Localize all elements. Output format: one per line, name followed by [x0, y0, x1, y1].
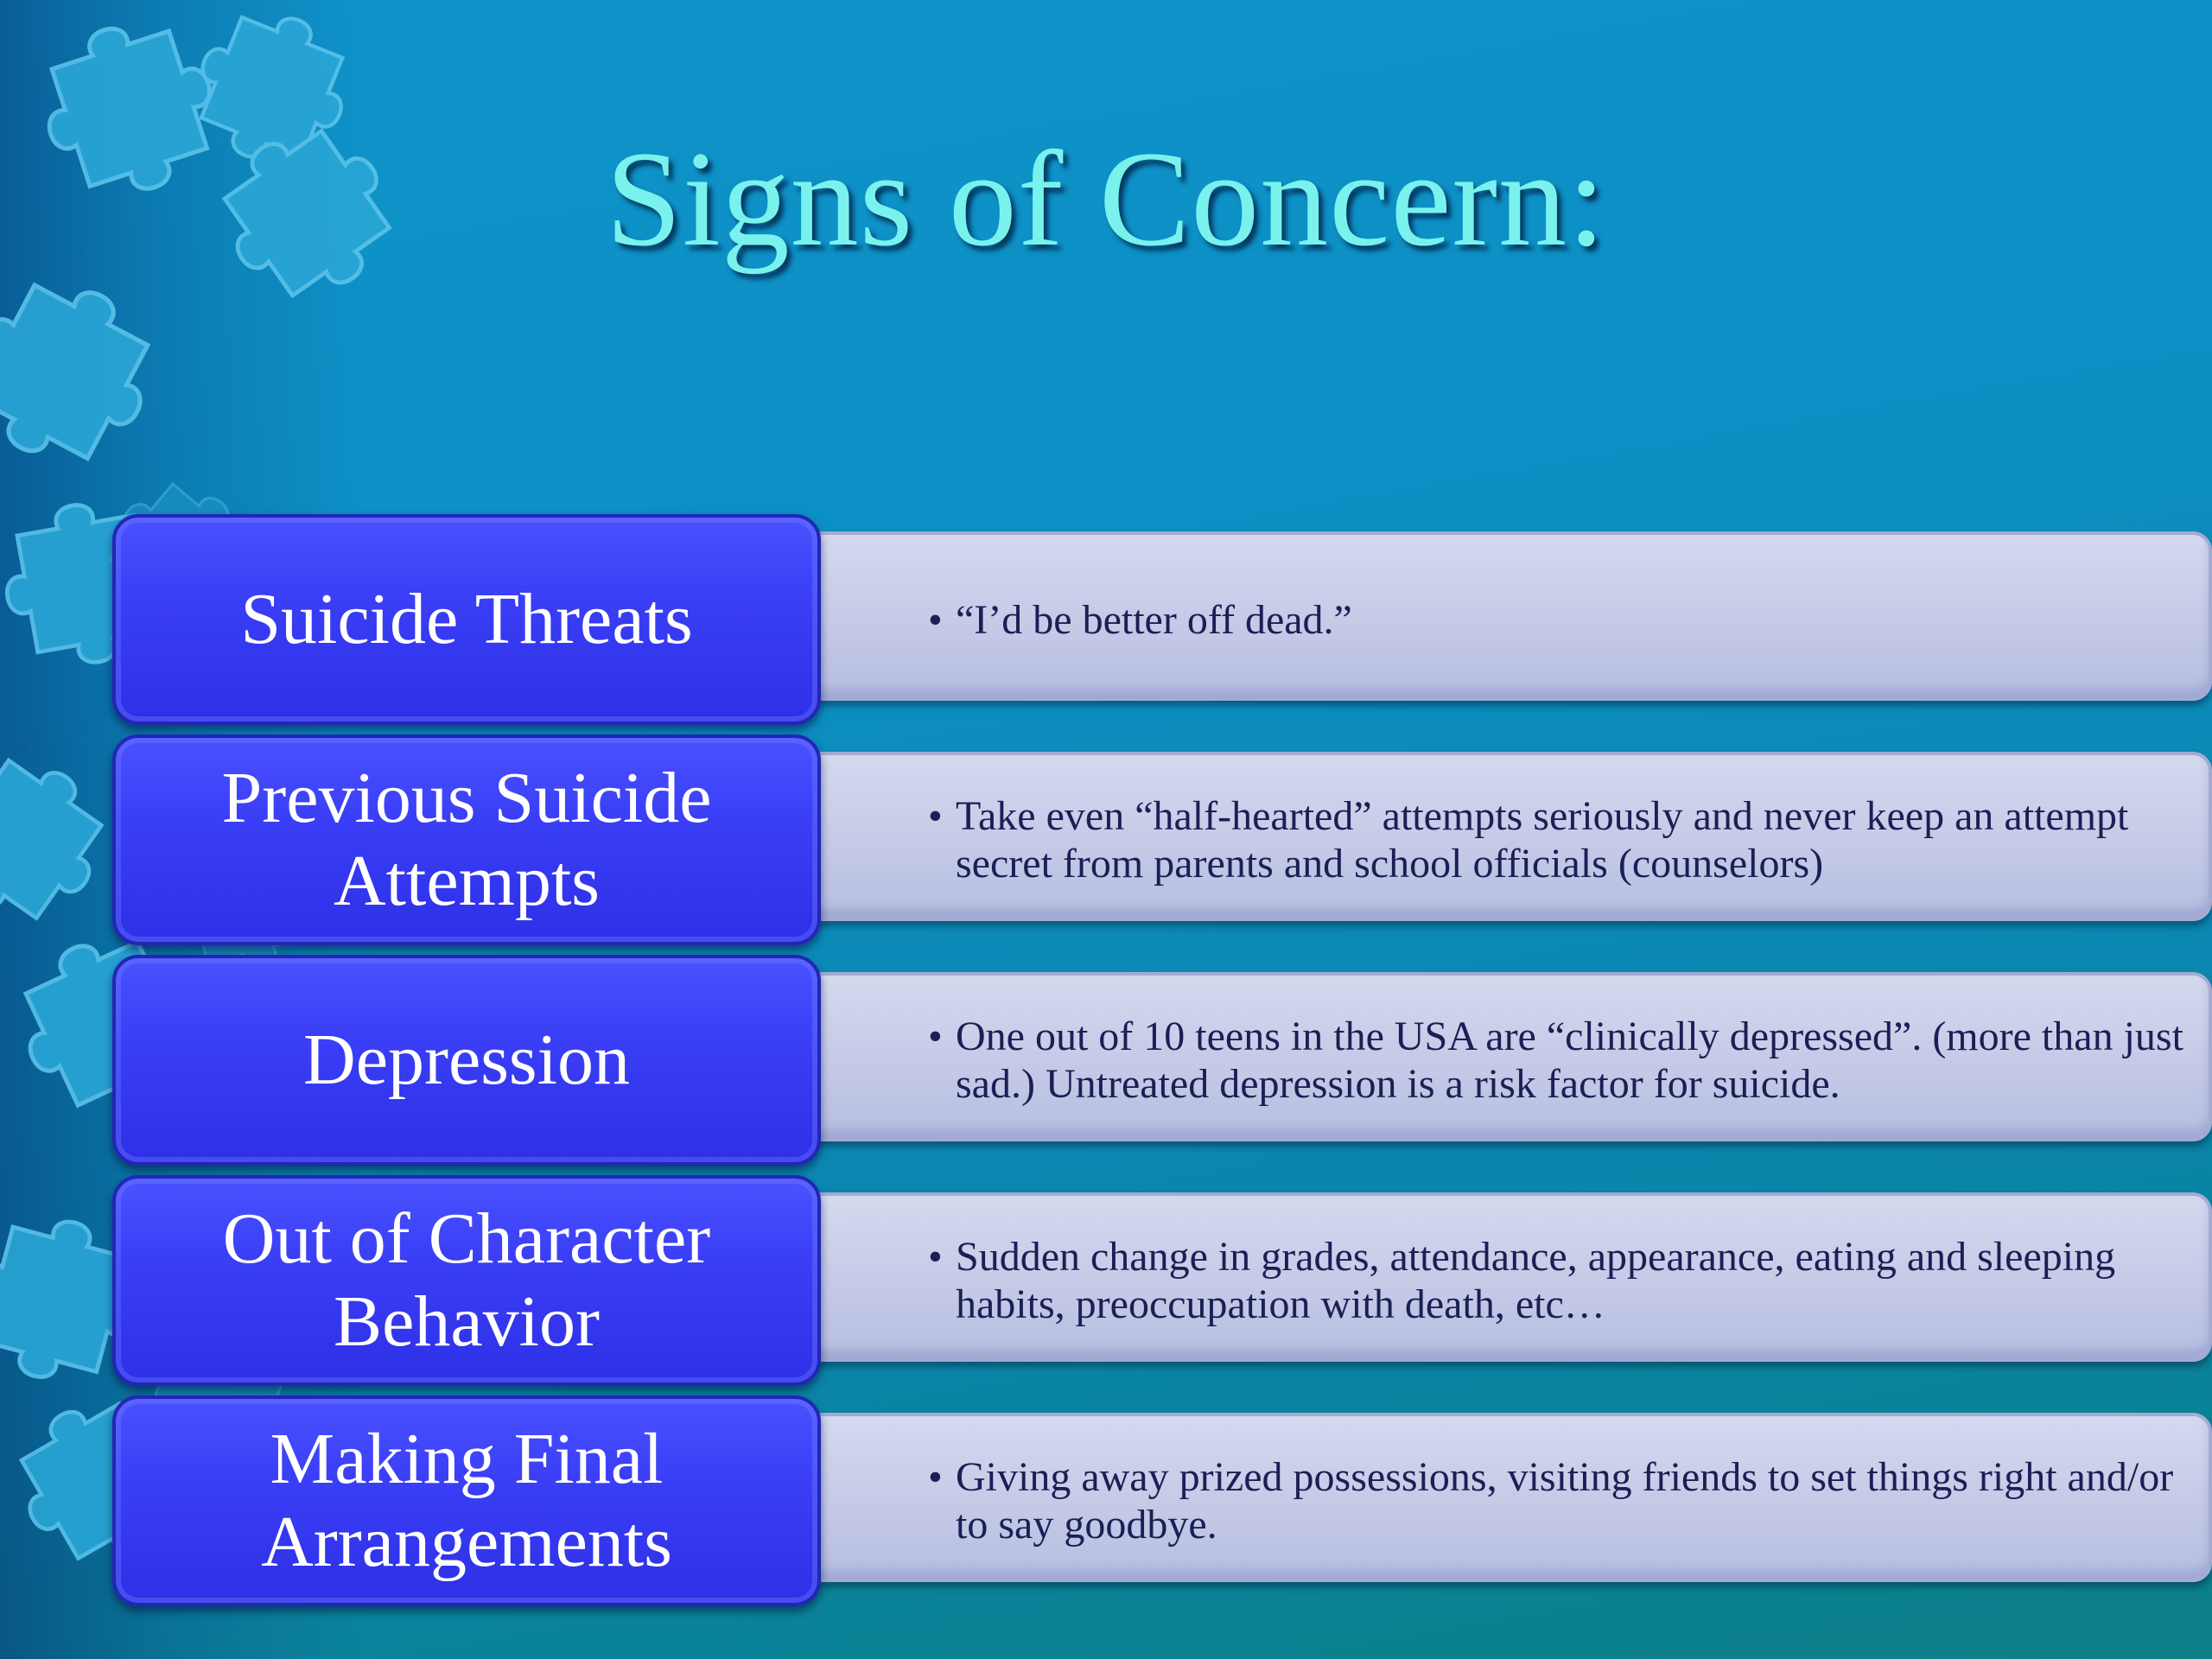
description-box: • Sudden change in grades, attendance, a…: [795, 1192, 2212, 1362]
label-box: Depression: [112, 955, 821, 1166]
description-text: Take even “half-hearted” attempts seriou…: [956, 793, 2129, 887]
bullet-marker: •: [928, 1234, 943, 1280]
sign-label: Suicide Threats: [240, 579, 693, 659]
bullet-marker: •: [928, 1014, 943, 1059]
label-box: Suicide Threats: [112, 514, 821, 725]
description-text: “I’d be better off dead.”: [956, 596, 1352, 643]
sign-row-out-of-character: • Sudden change in grades, attendance, a…: [112, 1175, 2212, 1386]
label-box: Out of Character Behavior: [112, 1175, 821, 1386]
description-text: One out of 10 teens in the USA are “clin…: [956, 1014, 2183, 1107]
description-text: Sudden change in grades, attendance, app…: [956, 1234, 2116, 1327]
description-box: • One out of 10 teens in the USA are “cl…: [795, 972, 2212, 1141]
sign-label: Depression: [303, 1020, 630, 1100]
sign-row-final-arrangements: • Giving away prized possessions, visiti…: [112, 1395, 2212, 1606]
sign-label: Previous Suicide Attempts: [221, 758, 712, 921]
sign-label: Out of Character Behavior: [222, 1198, 711, 1362]
description-text: Giving away prized possessions, visiting…: [956, 1454, 2174, 1548]
sign-row-suicide-threats: • “I’d be better off dead.” Suicide Thre…: [112, 514, 2212, 725]
label-box: Previous Suicide Attempts: [112, 734, 821, 945]
bullet-marker: •: [928, 1454, 943, 1500]
label-box: Making Final Arrangements: [112, 1395, 821, 1606]
bullet-marker: •: [928, 793, 943, 839]
slide-title: Signs of Concern:: [605, 124, 1607, 275]
sign-row-depression: • One out of 10 teens in the USA are “cl…: [112, 955, 2212, 1166]
sign-row-previous-attempts: • Take even “half-hearted” attempts seri…: [112, 734, 2212, 945]
description-box: • Giving away prized possessions, visiti…: [795, 1413, 2212, 1582]
description-box: • “I’d be better off dead.”: [795, 531, 2212, 701]
sign-label: Making Final Arrangements: [261, 1419, 672, 1582]
description-box: • Take even “half-hearted” attempts seri…: [795, 752, 2212, 921]
bullet-marker: •: [928, 596, 943, 643]
